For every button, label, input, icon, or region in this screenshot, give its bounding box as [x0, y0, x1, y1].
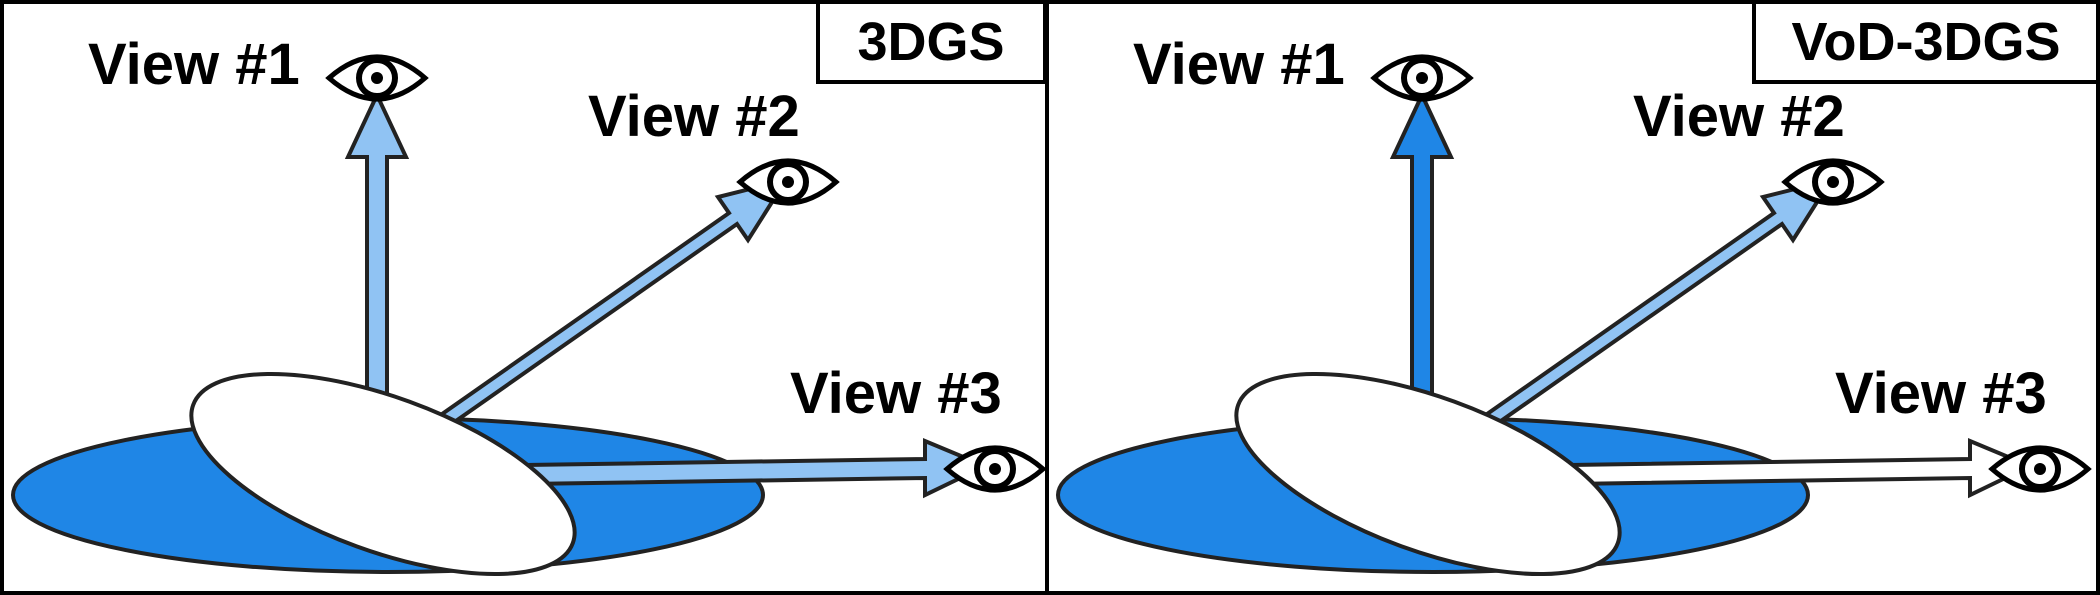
view-label-1: View #1: [88, 32, 300, 97]
arrow-view-1: [344, 90, 410, 412]
white-gaussian: [189, 371, 577, 577]
panel-vod-3dgs: VoD-3DGS View #1 View #2 View #3: [1056, 0, 2100, 577]
eye-icon: [1374, 57, 1470, 99]
eye-icon: [329, 57, 425, 99]
panel-title-box: [1752, 0, 2100, 84]
view-label-3: View #3: [1835, 361, 2047, 426]
panel-title-box: [816, 0, 1047, 84]
view-label-2: View #2: [588, 84, 800, 149]
panel-title: VoD-3DGS: [1791, 12, 2060, 72]
view-label-1: View #1: [1133, 32, 1345, 97]
view-label-3: View #3: [790, 361, 1002, 426]
arrow-view-1: [1389, 90, 1455, 412]
arrow-view-2: [432, 176, 791, 433]
panel-3dgs: 3DGS View #1 View #2 View #3: [11, 0, 1047, 577]
arrow-view-3: [1568, 438, 2035, 499]
arrow-view-2: [1477, 176, 1836, 433]
view-label-2: View #2: [1633, 84, 1845, 149]
arrow-view-3: [523, 438, 990, 499]
white-gaussian: [1234, 371, 1622, 577]
panel-title: 3DGS: [857, 12, 1004, 72]
